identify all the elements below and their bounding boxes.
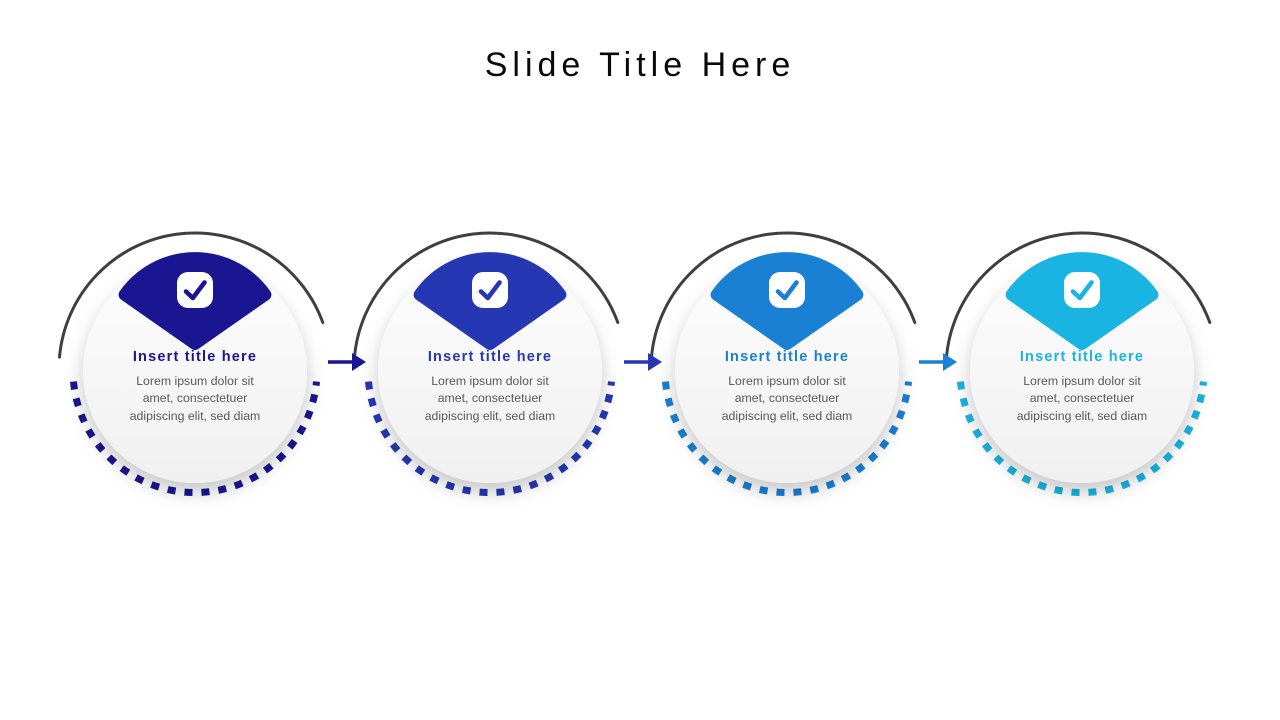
step-graphic [353,231,620,497]
step-circle [675,259,899,483]
dashed-arc [70,381,320,497]
process-step-3: Insert title here Lorem ipsum dolor sit … [642,210,932,520]
arrow-head [648,353,662,371]
step-title: Insert title here [427,349,553,365]
process-step-4: Insert title here Lorem ipsum dolor sit … [937,210,1227,520]
arrow-head [352,353,366,371]
step-title: Insert title here [1019,349,1145,365]
step-graphic [945,231,1212,497]
check-mark [183,280,207,301]
slide-title: Slide Title Here [484,46,796,84]
check-mark [1070,280,1094,301]
step-body: Lorem ipsum dolor sit amet, consectetuer… [129,374,261,423]
step-circle [970,259,1194,483]
step-circle [83,259,307,483]
flow-arrow-2 [622,349,664,375]
solid-arc [353,231,620,359]
check-icon [769,272,805,308]
step-title: Insert title here [132,349,258,365]
solid-arc [58,231,325,359]
flow-arrow-3 [917,349,959,375]
process-step-2: Insert title here Lorem ipsum dolor sit … [345,210,635,520]
check-icon [1064,272,1100,308]
check-mark [775,280,799,301]
dashed-arc [365,381,615,497]
step-title: Insert title here [724,349,850,365]
check-icon [472,272,508,308]
arrow-head [943,353,957,371]
solid-arc [945,231,1212,359]
step-body: Lorem ipsum dolor sit amet, consectetuer… [1016,374,1148,423]
step-circle [378,259,602,483]
flow-arrow-1 [326,349,368,375]
step-body: Lorem ipsum dolor sit amet, consectetuer… [721,374,853,423]
solid-arc [650,231,917,359]
check-icon [177,272,213,308]
step-graphic [650,231,917,497]
step-body: Lorem ipsum dolor sit amet, consectetuer… [424,374,556,423]
step-graphic [58,231,325,497]
arrow-graphic [624,353,662,371]
dashed-arc [957,381,1207,497]
process-step-1: Insert title here Lorem ipsum dolor sit … [50,210,340,520]
dashed-arc [662,381,912,497]
arrow-graphic [919,353,957,371]
arrow-graphic [328,353,366,371]
check-mark [478,280,502,301]
